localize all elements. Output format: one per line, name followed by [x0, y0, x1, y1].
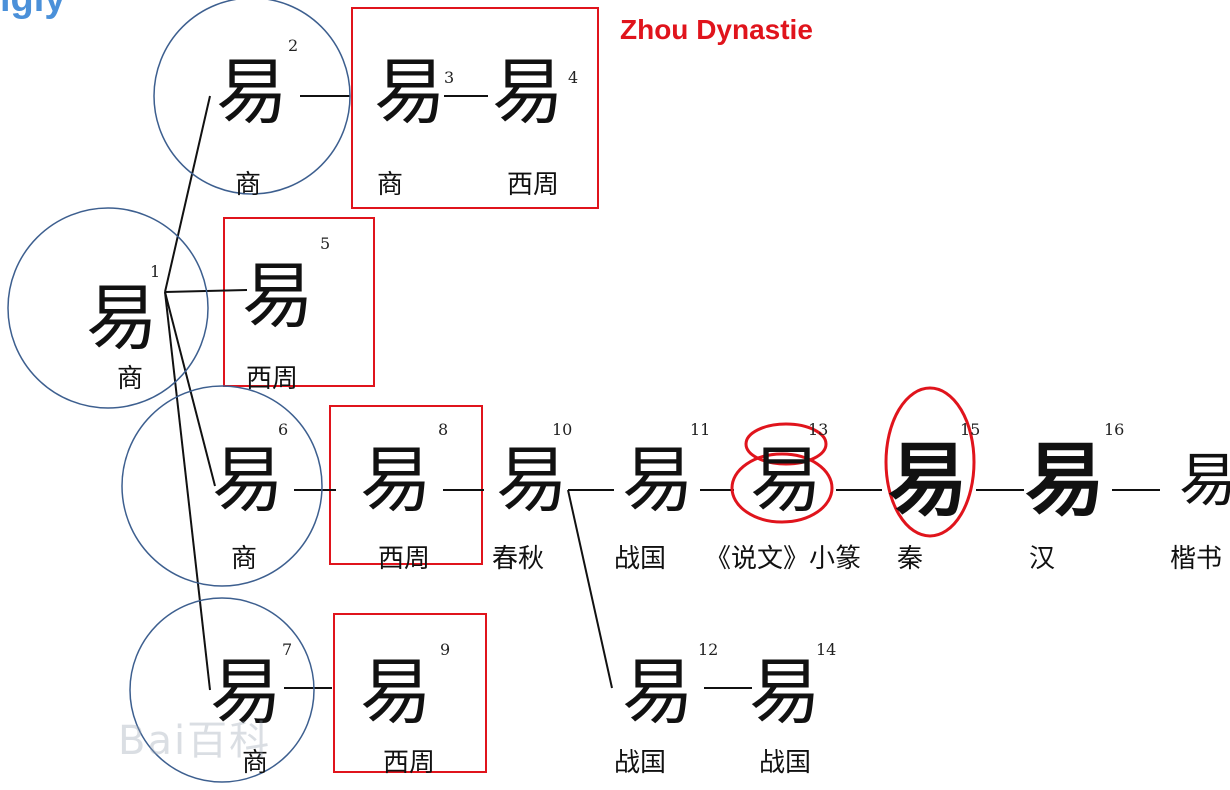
- glyph-form-6: 易: [211, 438, 285, 522]
- period-label-14: 战国: [758, 748, 812, 778]
- period-label-16: 汉: [1028, 544, 1056, 574]
- shang-circle-3: [121, 385, 323, 587]
- form-number-4: 4: [568, 68, 579, 87]
- form-number-9: 9: [440, 640, 451, 659]
- zhou-box-2: [223, 217, 375, 387]
- glyph-form-9: 易: [359, 650, 433, 734]
- glyph-form-7: 易: [209, 650, 283, 734]
- form-number-13: 13: [808, 420, 829, 439]
- shang-circle-4: [129, 597, 315, 783]
- connector-1: [164, 95, 211, 293]
- shang-circle-2: [7, 207, 209, 409]
- glyph-form-14: 易: [748, 650, 822, 734]
- zhou-box-4: [333, 613, 487, 773]
- period-label-7: 商: [241, 748, 269, 778]
- watermark: Bai百科: [118, 718, 272, 764]
- zhou-box-1: [351, 7, 599, 209]
- form-number-16: 16: [1104, 420, 1125, 439]
- form-number-8: 8: [438, 420, 449, 439]
- period-label-10: 春秋: [491, 544, 545, 574]
- connector-3: [164, 291, 216, 487]
- period-label-1: 商: [116, 364, 144, 394]
- period-label-13: 《说文》小篆: [704, 544, 862, 574]
- period-label-11: 战国: [613, 544, 667, 574]
- period-label-15: 秦: [896, 544, 924, 574]
- glyph-form-5: 易: [241, 254, 315, 338]
- title-partial: igiy: [0, 0, 65, 21]
- highlight-oval-top: [744, 422, 828, 466]
- form-number-2: 2: [288, 36, 299, 55]
- highlight-oval-middle: [730, 452, 834, 524]
- form-number-3: 3: [444, 68, 455, 87]
- glyph-form-2: 易: [215, 50, 289, 134]
- zhou-box-3: [329, 405, 483, 565]
- form-number-15: 15: [960, 420, 981, 439]
- glyph-form-8: 易: [359, 438, 433, 522]
- form-number-12: 12: [698, 640, 719, 659]
- zhou-dynasty-heading: Zhou Dynastie: [620, 14, 813, 45]
- glyph-form-17: 易: [1178, 446, 1230, 514]
- period-label-9: 西周: [382, 748, 436, 778]
- shang-circle-1: [153, 0, 351, 195]
- form-number-6: 6: [278, 420, 289, 439]
- glyph-form-11: 易: [621, 438, 695, 522]
- glyph-form-13: 易: [749, 438, 823, 522]
- glyph-form-3: 易: [373, 50, 447, 134]
- connector-10: [567, 489, 613, 689]
- connector-4: [164, 291, 211, 691]
- form-number-10: 10: [552, 420, 573, 439]
- glyph-form-4: 易: [491, 50, 565, 134]
- glyph-form-10: 易: [495, 438, 569, 522]
- period-label-8: 西周: [377, 544, 431, 574]
- period-label-4: 西周: [506, 170, 560, 200]
- period-label-2: 商: [234, 170, 262, 200]
- glyph-form-15: 易: [888, 433, 968, 527]
- period-label-6: 商: [230, 544, 258, 574]
- form-number-1: 1: [150, 262, 161, 281]
- glyph-form-12: 易: [621, 650, 695, 734]
- highlight-oval-qin: [884, 386, 976, 538]
- form-number-5: 5: [320, 234, 331, 253]
- period-label-17: 楷书: [1169, 544, 1223, 574]
- glyph-form-16: 易: [1025, 433, 1105, 527]
- form-number-14: 14: [816, 640, 837, 659]
- form-number-11: 11: [690, 420, 711, 439]
- form-number-7: 7: [282, 640, 293, 659]
- period-label-12: 战国: [613, 748, 667, 778]
- period-label-5: 西周: [245, 364, 299, 394]
- period-label-3: 商: [376, 170, 404, 200]
- glyph-form-1: 易: [85, 276, 159, 360]
